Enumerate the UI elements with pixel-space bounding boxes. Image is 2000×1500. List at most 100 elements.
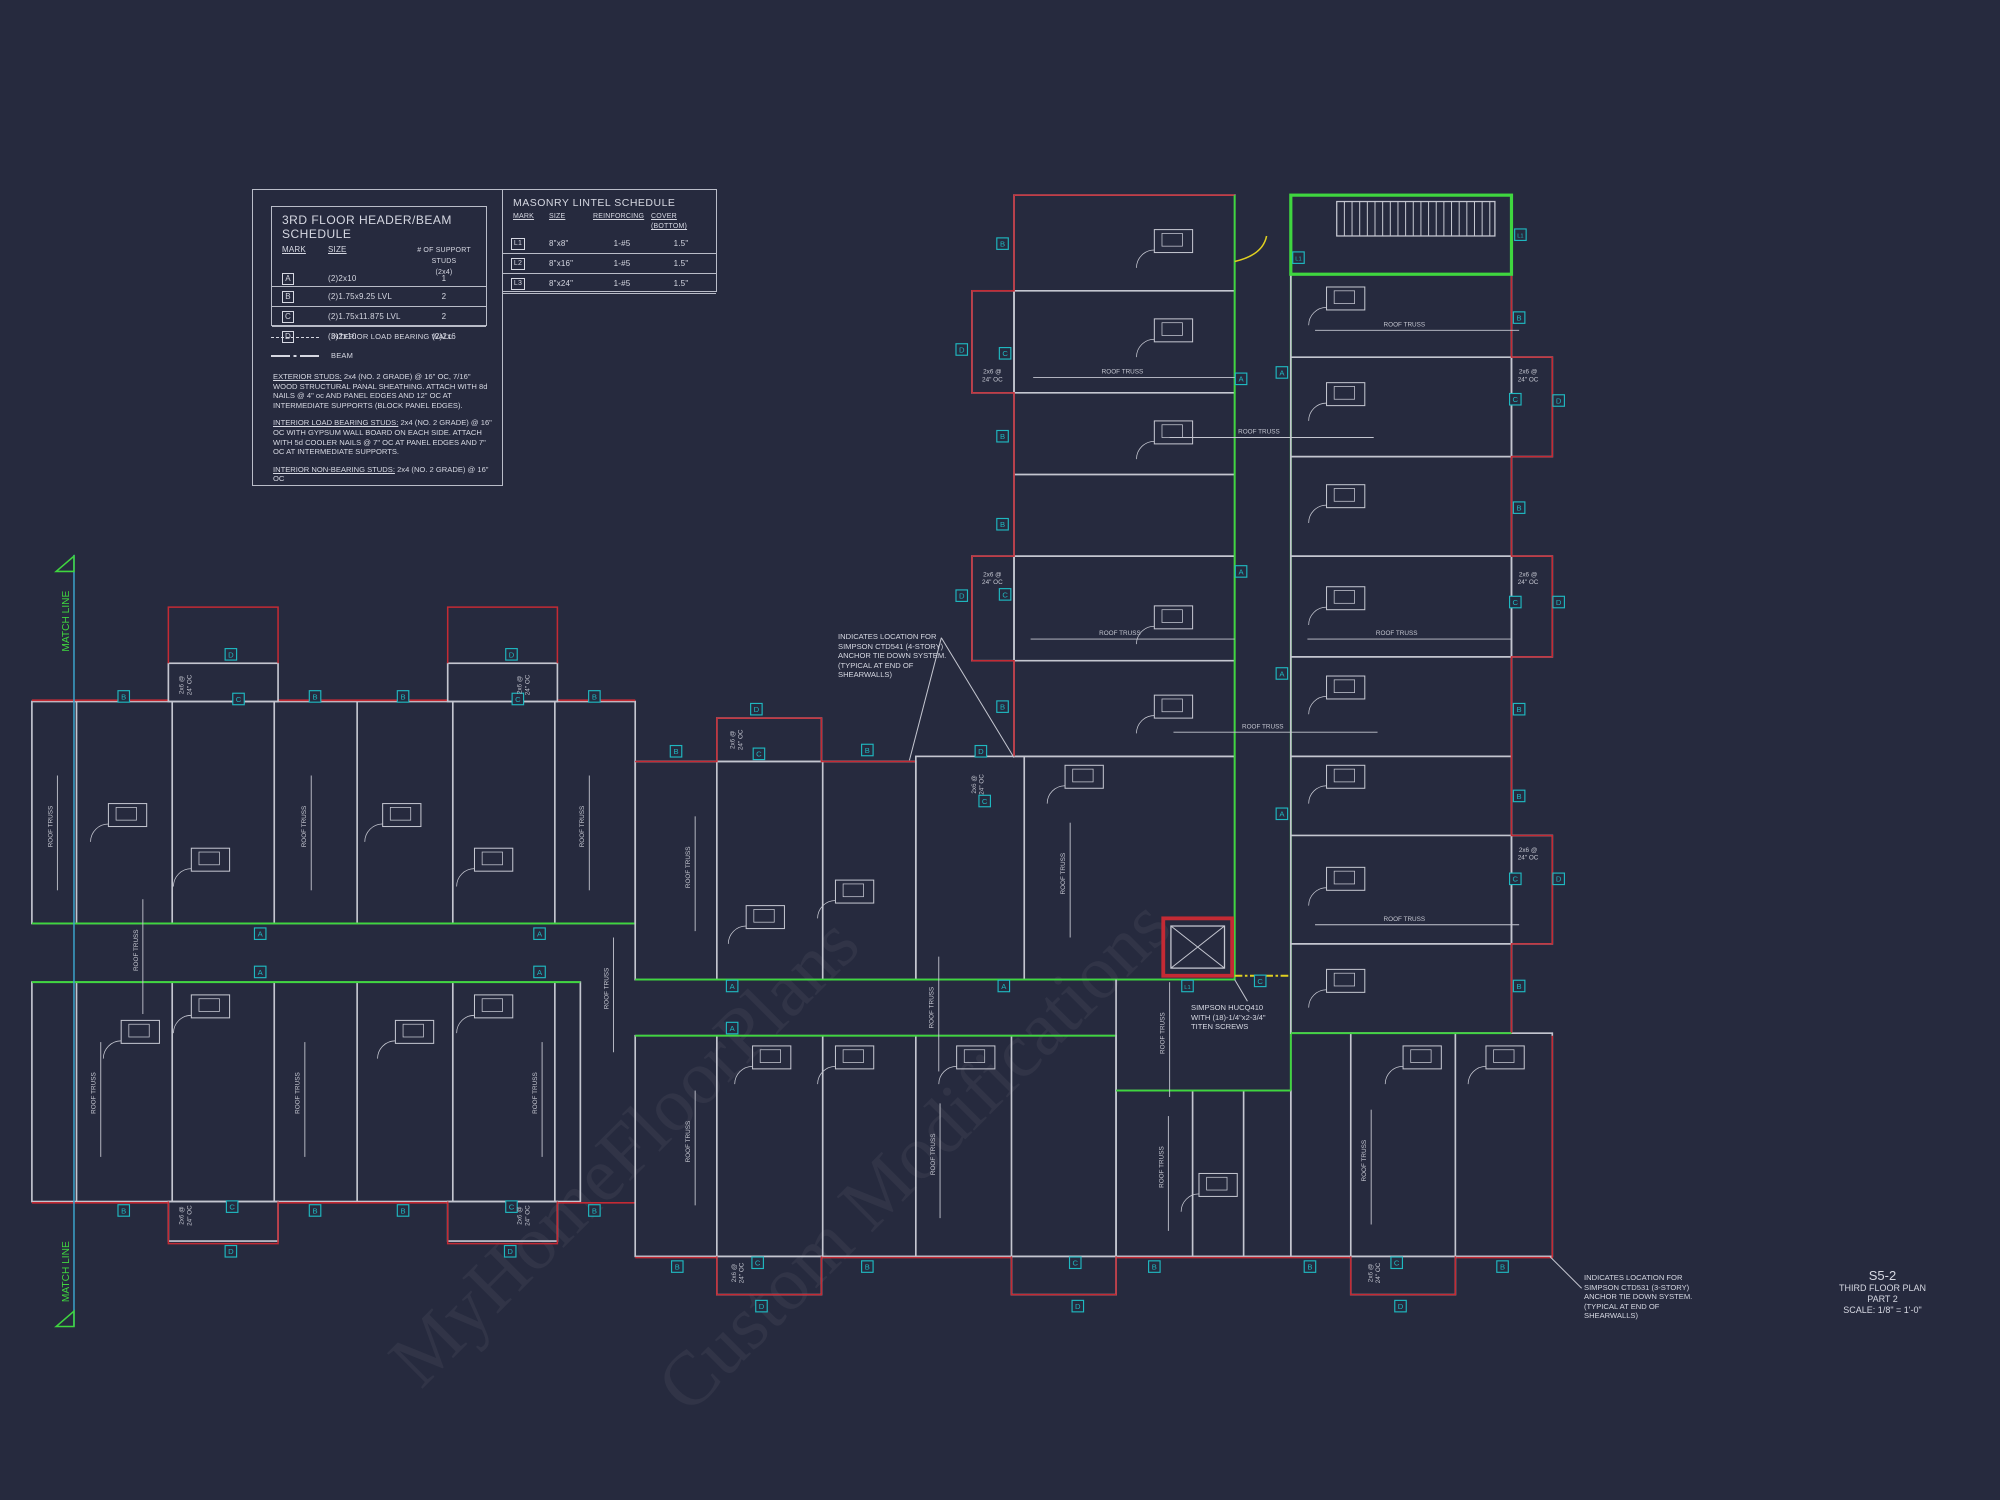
header-tag-d: D	[754, 705, 760, 714]
header-tag-a: A	[537, 968, 543, 977]
header-tag-box	[750, 702, 763, 716]
header-tag-box	[1508, 595, 1522, 609]
door-swing	[1136, 440, 1155, 460]
header-tag-box	[1552, 872, 1565, 886]
stud-label-top: 2x6 @	[983, 572, 1001, 579]
balcony-outline	[1010, 1256, 1117, 1296]
header-tag-b: B	[121, 1206, 126, 1215]
header-tag-box	[1253, 974, 1267, 988]
tower-left-units	[1013, 194, 1236, 758]
header-tag-b: B	[121, 692, 126, 701]
fixture-counter	[382, 803, 422, 828]
stud-label-bottom: 24" OC	[739, 1262, 746, 1283]
roof-truss-label: ROOF TRUSS	[1242, 723, 1284, 730]
header-tag-box	[955, 589, 969, 602]
door-swing	[173, 868, 192, 887]
header-tag-c: C	[982, 797, 988, 806]
header-tag-c: C	[1394, 1259, 1400, 1268]
header-tag-box	[670, 1260, 684, 1273]
note-text: 2x4 (NO. 2 GRADE) @ 16" OC	[273, 464, 489, 484]
header-tag-b: B	[1517, 705, 1522, 714]
balcony-wall	[1010, 1255, 1117, 1296]
fixture-sink	[389, 807, 412, 821]
beam-line-symbol	[271, 355, 319, 357]
door-swing	[1308, 504, 1327, 523]
header-tag-b: B	[401, 692, 406, 701]
fixture-sink	[1333, 768, 1355, 783]
annotation-line: INDICATES LOCATION FOR	[838, 632, 937, 641]
fixture-counter	[1485, 1045, 1525, 1070]
fixture-counter	[1326, 675, 1366, 700]
stud-label-bottom: 24" OC	[524, 1205, 531, 1226]
fixture-counter	[752, 1045, 792, 1070]
stud-label: 2x6 @24" OC	[517, 674, 532, 695]
stud-label-bottom: 24" OC	[978, 774, 985, 795]
door-swing	[90, 823, 109, 842]
fixture-sink	[1161, 424, 1183, 438]
note-text: 2x4 (NO. 2 GRADE) @ 16" OC, 7/16" WOOD S…	[273, 372, 488, 410]
header-tag-box	[996, 517, 1009, 531]
header-tag-c: C	[229, 1203, 235, 1212]
header-tag-d: D	[759, 1302, 765, 1311]
stud-label: 2x6 @24" OC	[971, 774, 986, 795]
header-tag-b: B	[592, 692, 597, 701]
header-tag-box	[1275, 667, 1289, 680]
col-mark: MARK	[282, 245, 306, 254]
header-tag-d: D	[959, 592, 965, 601]
col-reinforcing: REINFORCING	[593, 213, 645, 220]
left-wing-lower-units	[31, 981, 582, 1203]
leader-line	[908, 637, 942, 761]
cover: 1.5"	[673, 278, 689, 288]
note-heading: EXTERIOR STUDS:	[273, 372, 342, 381]
roof-truss-label: ROOF TRUSS	[1384, 916, 1426, 923]
walls	[31, 193, 1554, 1328]
stud-label-bottom: 24" OC	[1375, 1262, 1382, 1283]
fixture-counter	[1153, 605, 1194, 630]
header-tag-box	[1512, 702, 1526, 716]
roof-truss-label: ROOF TRUSS	[133, 929, 140, 971]
fixture-counter	[1198, 1172, 1238, 1197]
fixture-sink	[1333, 488, 1355, 502]
annotation-line: SIMPSON CTD541 (4-STORY)	[838, 641, 944, 651]
mark-a: A	[282, 273, 294, 285]
header-tag-box	[1390, 1256, 1403, 1270]
leader-line	[1234, 979, 1248, 1002]
roof-truss-label: ROOF TRUSS	[47, 806, 54, 848]
header-tag-b: B	[312, 1206, 317, 1215]
fixture-sink	[842, 1049, 864, 1063]
header-tag-c: C	[1257, 977, 1263, 986]
fixture-sink	[1410, 1049, 1432, 1063]
header-tag-b: B	[401, 1206, 406, 1215]
header-tag-box	[588, 690, 601, 703]
header-tag-box	[503, 1244, 517, 1258]
stud-label-top: 2x6 @	[517, 676, 524, 694]
size: (2)1.75x9.25 LVL	[328, 291, 392, 301]
exterior-wall	[635, 1035, 1554, 1259]
header-tag-box	[996, 237, 1009, 250]
roof-truss-label: ROOF TRUSS	[685, 847, 692, 889]
door-swing	[727, 925, 747, 944]
roof-truss-label: ROOF TRUSS	[1238, 429, 1280, 436]
door-swing	[1308, 606, 1327, 626]
schedule-row-c: C (2)1.75x11.875 LVL 2	[272, 306, 486, 326]
roof-truss-label: ROOF TRUSS	[1361, 1140, 1368, 1182]
header-tag-b: B	[1000, 703, 1005, 712]
header-tag-b: B	[1307, 1263, 1312, 1272]
fixture-counter	[1326, 382, 1366, 407]
header-tag-box	[505, 1200, 518, 1213]
header-tag-box	[1512, 311, 1526, 324]
header-tag-box	[1508, 392, 1522, 406]
header-tag-box	[253, 965, 267, 979]
door-swing	[364, 823, 383, 842]
schedule-row-b: B (2)1.75x9.25 LVL 2	[272, 286, 486, 306]
stud-label-bottom: 24" OC	[982, 579, 1003, 586]
header-tag-box	[751, 1256, 764, 1270]
header-tag-d: D	[959, 345, 965, 354]
door-swing	[1308, 785, 1327, 804]
header-tag-c: C	[1002, 349, 1008, 358]
stud-label: 2x6 @24" OC	[982, 369, 1003, 384]
stair-treads	[1336, 200, 1496, 237]
header-tag-b: B	[1000, 432, 1005, 441]
fixture-sink	[402, 1023, 424, 1038]
